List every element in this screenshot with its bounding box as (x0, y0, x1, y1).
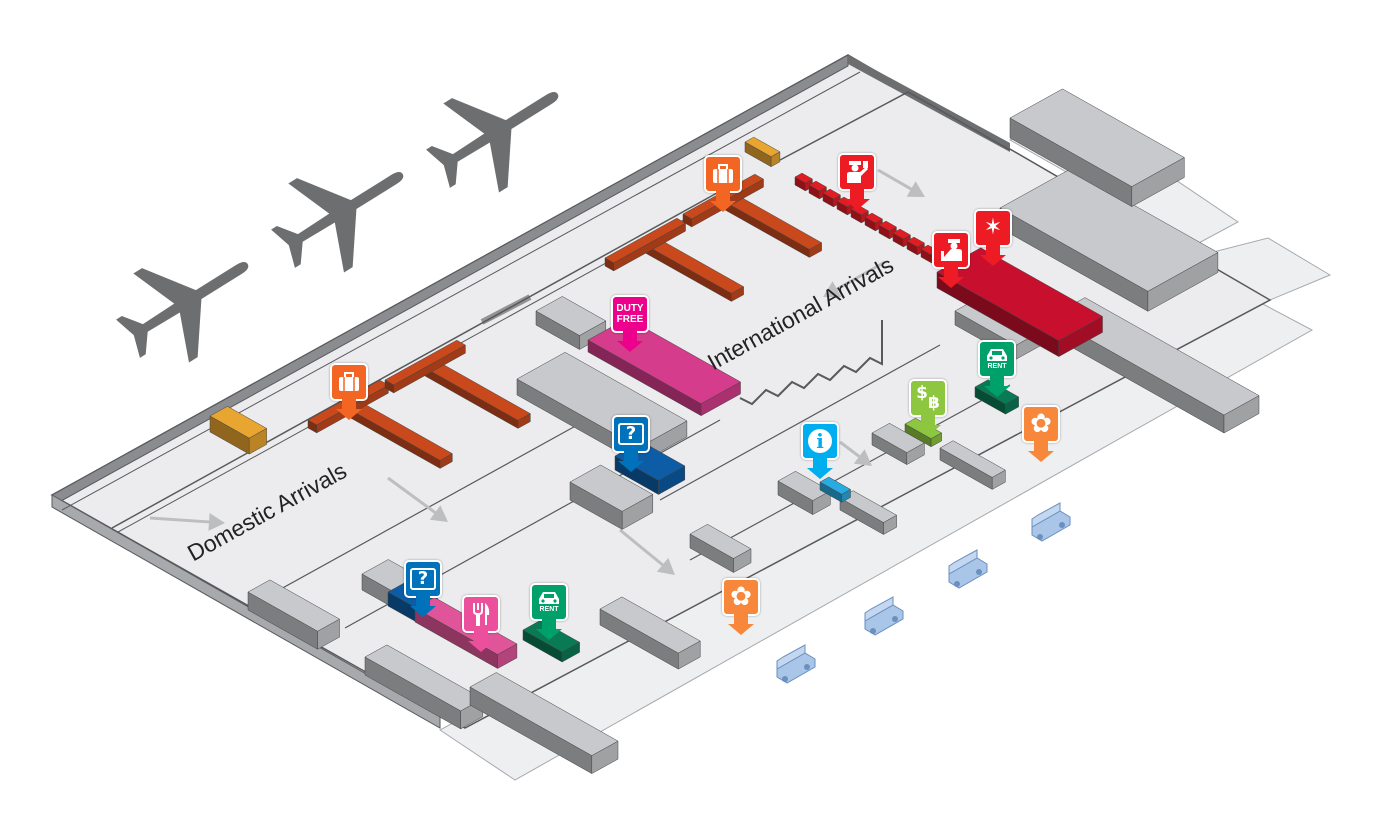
baggage-carousel-bar (384, 339, 466, 394)
information-marker[interactable]: i (801, 422, 839, 480)
customs-star-icon: ✶ (974, 209, 1012, 247)
direction-arrow (619, 528, 675, 575)
airplane-icon (271, 171, 404, 273)
lost-luggage-marker-intl[interactable]: ? (612, 415, 650, 473)
baggage-claim-icon (704, 155, 742, 193)
shop-block (535, 296, 607, 350)
vehicles (776, 502, 1071, 684)
shop-block (689, 524, 752, 573)
shop-block (777, 471, 831, 516)
information-desk (819, 476, 852, 503)
walking-direction-arrows (149, 168, 925, 575)
shop-block (1009, 88, 1185, 208)
direction-arrow (149, 513, 225, 531)
direction-arrow (839, 440, 872, 466)
information-icon: i (801, 422, 839, 460)
customs-marker[interactable]: ✶ (974, 209, 1012, 267)
shop-block (569, 464, 654, 530)
baggage-claim-marker-domestic[interactable] (330, 363, 368, 421)
lost-luggage-marker-domestic[interactable]: ? (404, 560, 442, 618)
immigration-officer-icon (932, 231, 970, 269)
flower-icon: ✿ (722, 578, 760, 616)
flower-marker-2[interactable]: ✿ (722, 578, 760, 636)
shop-block (939, 440, 1006, 490)
van-icon (1031, 502, 1071, 542)
direction-arrow (387, 476, 448, 522)
escalator-ramp (744, 136, 781, 168)
car-rental-marker-intl[interactable]: RENT (978, 340, 1016, 398)
shop-block (364, 644, 484, 730)
aircraft (116, 91, 559, 363)
van-icon (864, 596, 904, 636)
shop-block (999, 168, 1219, 312)
shop-block (871, 423, 925, 466)
currency-exchange-marker[interactable]: $฿ (909, 379, 947, 437)
shop-block (469, 672, 619, 775)
currency-exchange-icon: $฿ (909, 379, 947, 417)
restaurant-marker[interactable] (462, 595, 500, 653)
escalator-ramp (209, 406, 268, 455)
fork-knife-icon (462, 595, 500, 633)
lost-luggage-icon: ? (404, 560, 442, 598)
baggage-claim-marker-intl[interactable] (704, 155, 742, 213)
immigration-officer-icon (838, 153, 876, 191)
customs-area (936, 247, 1104, 358)
shop-block (599, 596, 701, 670)
immigration-counter (878, 220, 897, 240)
direction-arrow (823, 260, 886, 297)
shop-block (247, 579, 341, 650)
immigration-marker-2[interactable] (932, 231, 970, 289)
airplane-icon (116, 261, 249, 363)
immigration-marker-1[interactable] (838, 153, 876, 211)
car-rental-marker-domestic[interactable]: RENT (530, 583, 568, 641)
direction-arrow (877, 168, 925, 197)
baggage-carousel-stem (417, 356, 531, 429)
flower-marker-1[interactable]: ✿ (1022, 405, 1060, 463)
shop-block (839, 490, 898, 535)
flower-icon: ✿ (1022, 405, 1060, 443)
airplane-icon (426, 91, 559, 193)
car-rental-icon: RENT (530, 583, 568, 621)
baggage-claim-icon (330, 363, 368, 401)
car-rental-icon: RENT (978, 340, 1016, 378)
van-icon (776, 644, 816, 684)
lost-luggage-icon: ? (612, 415, 650, 453)
van-icon (948, 549, 988, 589)
